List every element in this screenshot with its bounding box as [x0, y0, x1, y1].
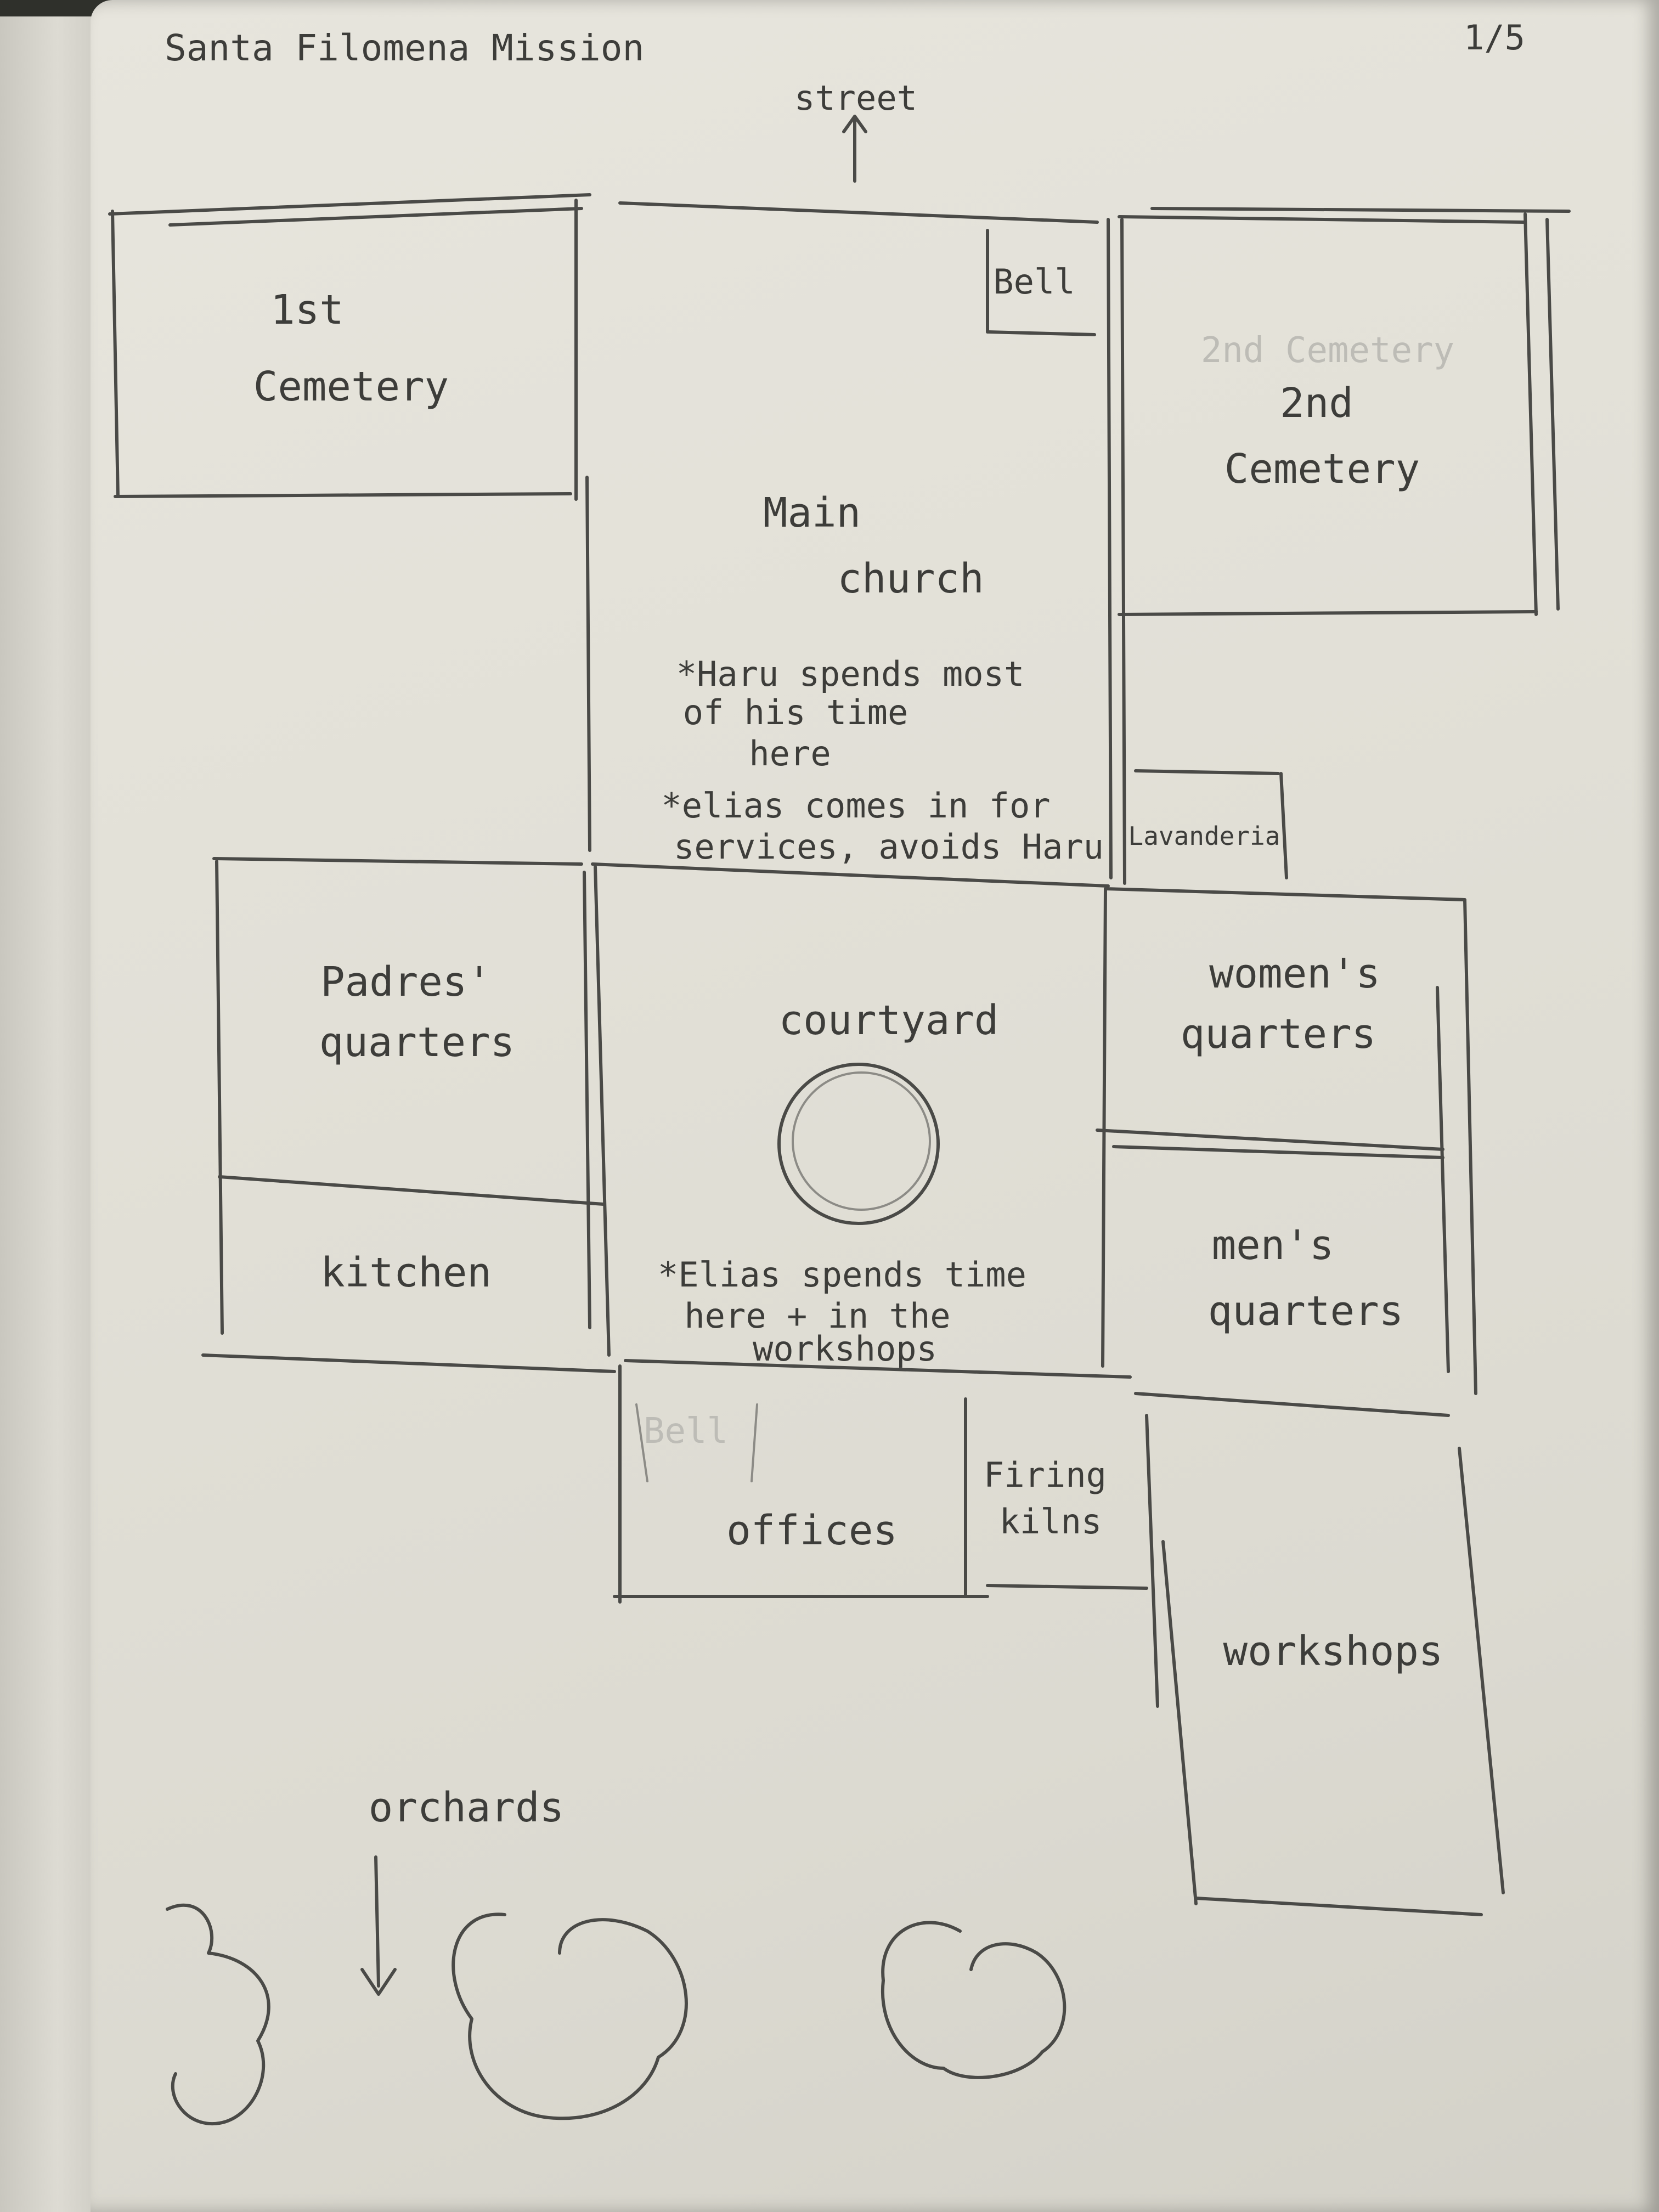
- offices-label: offices: [726, 1507, 898, 1554]
- first-cemetery-label-1: 1st: [270, 286, 344, 334]
- kitchen-label: kitchen: [320, 1249, 492, 1296]
- first-cemetery-block: 1st Cemetery: [108, 193, 591, 501]
- courtyard-note-line-3: workshops: [753, 1329, 937, 1369]
- second-cemetery-label-1: 2nd: [1280, 380, 1353, 427]
- sketchbook-page: [91, 0, 1659, 2212]
- courtyard-label: courtyard: [779, 997, 999, 1044]
- church-note-line-2: of his time: [683, 692, 909, 732]
- firing-kilns-label-2: kilns: [1000, 1502, 1102, 1542]
- womens-quarters-label-1: women's: [1209, 950, 1380, 997]
- womens-quarters-label-2: quarters: [1181, 1011, 1376, 1058]
- page-number: 1/5: [1464, 18, 1525, 58]
- padres-quarters-block: Padres' quarters kitchen: [201, 857, 616, 1373]
- second-cemetery-block: 2nd Cemetery 2nd Cemetery: [1118, 207, 1571, 616]
- firing-kilns-label-1: Firing: [984, 1455, 1107, 1495]
- bell-tower-label: Bell: [993, 262, 1075, 302]
- lavanderia-label: Lavanderia: [1128, 821, 1280, 851]
- church-note-line-1: *Haru spends most: [676, 654, 1025, 694]
- orchard-tree-3: [881, 1921, 1066, 2079]
- church-note-line-5: services, avoids Haru: [674, 827, 1104, 867]
- orchard-tree-1: [166, 1903, 270, 2126]
- main-church-label-2: church: [837, 555, 984, 602]
- padres-quarters-label-2: quarters: [319, 1019, 515, 1066]
- church-note-line-3: here: [749, 733, 831, 774]
- courtyard-block: courtyard *Elias spends time here + in t…: [594, 865, 1132, 1379]
- courtyard-note-line-2: here + in the: [684, 1296, 950, 1336]
- quarters-block: women's quarters men's quarters: [1096, 887, 1477, 1395]
- courtyard-note-line-1: *Elias spends time: [658, 1255, 1026, 1295]
- orchard-tree-2: [452, 1912, 688, 2120]
- padres-quarters-label-1: Padres': [320, 958, 492, 1006]
- orchards-label: orchards: [369, 1784, 564, 1831]
- facing-page: [0, 16, 96, 2212]
- second-cemetery-label-2: Cemetery: [1224, 445, 1420, 493]
- mens-quarters-label-2: quarters: [1208, 1288, 1403, 1335]
- street-arrow: [842, 115, 867, 183]
- orchards-arrow: [360, 1855, 397, 1996]
- page-title: Santa Filomena Mission: [165, 27, 644, 69]
- first-cemetery-label-2: Cemetery: [253, 363, 449, 410]
- main-church-block: Bell Main church *Haru spends most of hi…: [585, 201, 1126, 888]
- lavanderia-block: Lavanderia: [1128, 769, 1288, 879]
- second-cemetery-erased-text: 2nd Cemetery: [1201, 330, 1454, 371]
- orchards-area: orchards: [166, 1784, 1066, 2126]
- church-note-line-4: *elias comes in for: [661, 786, 1050, 826]
- offices-erased-text: Bell: [644, 1411, 728, 1452]
- workshops-block: workshops: [1134, 1392, 1505, 1916]
- mens-quarters-label-1: men's: [1212, 1222, 1334, 1269]
- courtyard-fountain: [777, 1063, 940, 1225]
- main-church-label-1: Main: [763, 489, 861, 537]
- workshops-label: workshops: [1223, 1628, 1443, 1675]
- street-label: street: [794, 78, 917, 118]
- offices-block: Bell offices Firing kilns: [613, 1364, 1148, 1604]
